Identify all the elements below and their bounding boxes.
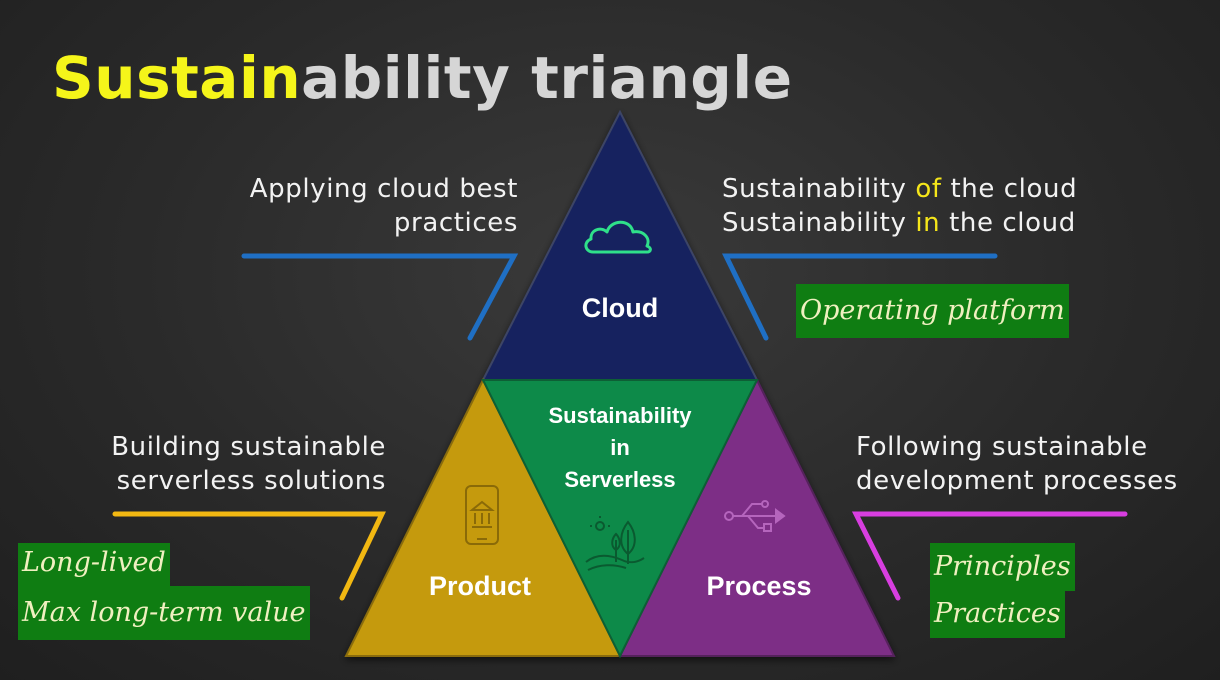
keyword-in: in (915, 208, 941, 238)
text-part: Sustainability (722, 208, 916, 238)
note-long-lived: Long-lived (18, 543, 170, 587)
note-principles: Principles (930, 543, 1075, 591)
label-bottom-right-line2: development processes (856, 466, 1178, 496)
label-bottom-left: Building sustainable serverless solution… (111, 430, 386, 498)
connector-top-left (241, 253, 519, 341)
mobile-bank-icon (465, 485, 499, 545)
label-bottom-right: Following sustainable development proces… (856, 430, 1178, 498)
label-top-left-line1: Applying cloud best (249, 174, 518, 204)
cloud-icon (584, 220, 652, 254)
cloud-label: Cloud (582, 293, 658, 323)
center-segment (481, 379, 759, 659)
center-label-line2: in (610, 435, 630, 460)
note-max-long-term-value: Max long-term value (18, 586, 310, 640)
text-part: Sustainability (722, 174, 916, 204)
label-top-right: Sustainability of the cloud Sustainabili… (722, 172, 1077, 240)
note-practices: Practices (930, 590, 1065, 638)
page-title: Sustainability triangle (52, 44, 793, 112)
label-top-right-line2: Sustainability in the cloud (722, 206, 1077, 240)
label-bottom-right-line1: Following sustainable (856, 432, 1148, 462)
label-bottom-left-line2: serverless solutions (116, 466, 386, 496)
usb-icon (724, 500, 786, 532)
connector-top-right (721, 253, 998, 341)
label-top-left-line2: practices (393, 208, 518, 238)
label-top-left: Applying cloud best practices (250, 172, 518, 240)
note-operating-platform: Operating platform (796, 284, 1069, 338)
cloud-segment (481, 109, 759, 381)
label-bottom-left-line1: Building sustainable (111, 432, 386, 462)
label-top-right-line1: Sustainability of the cloud (722, 172, 1077, 206)
process-label: Process (706, 571, 811, 601)
keyword-of: of (915, 174, 942, 204)
connector-bottom-left (112, 511, 386, 601)
center-label-line3: Serverless (564, 467, 675, 492)
nature-icon (585, 516, 645, 571)
product-label: Product (429, 571, 531, 601)
title-highlight: Sustain (52, 44, 302, 112)
center-label-line1: Sustainability (548, 403, 692, 428)
text-part: the cloud (941, 174, 1078, 204)
title-rest: ability triangle (301, 44, 793, 112)
connector-bottom-right (851, 511, 1128, 601)
text-part: the cloud (940, 208, 1076, 238)
